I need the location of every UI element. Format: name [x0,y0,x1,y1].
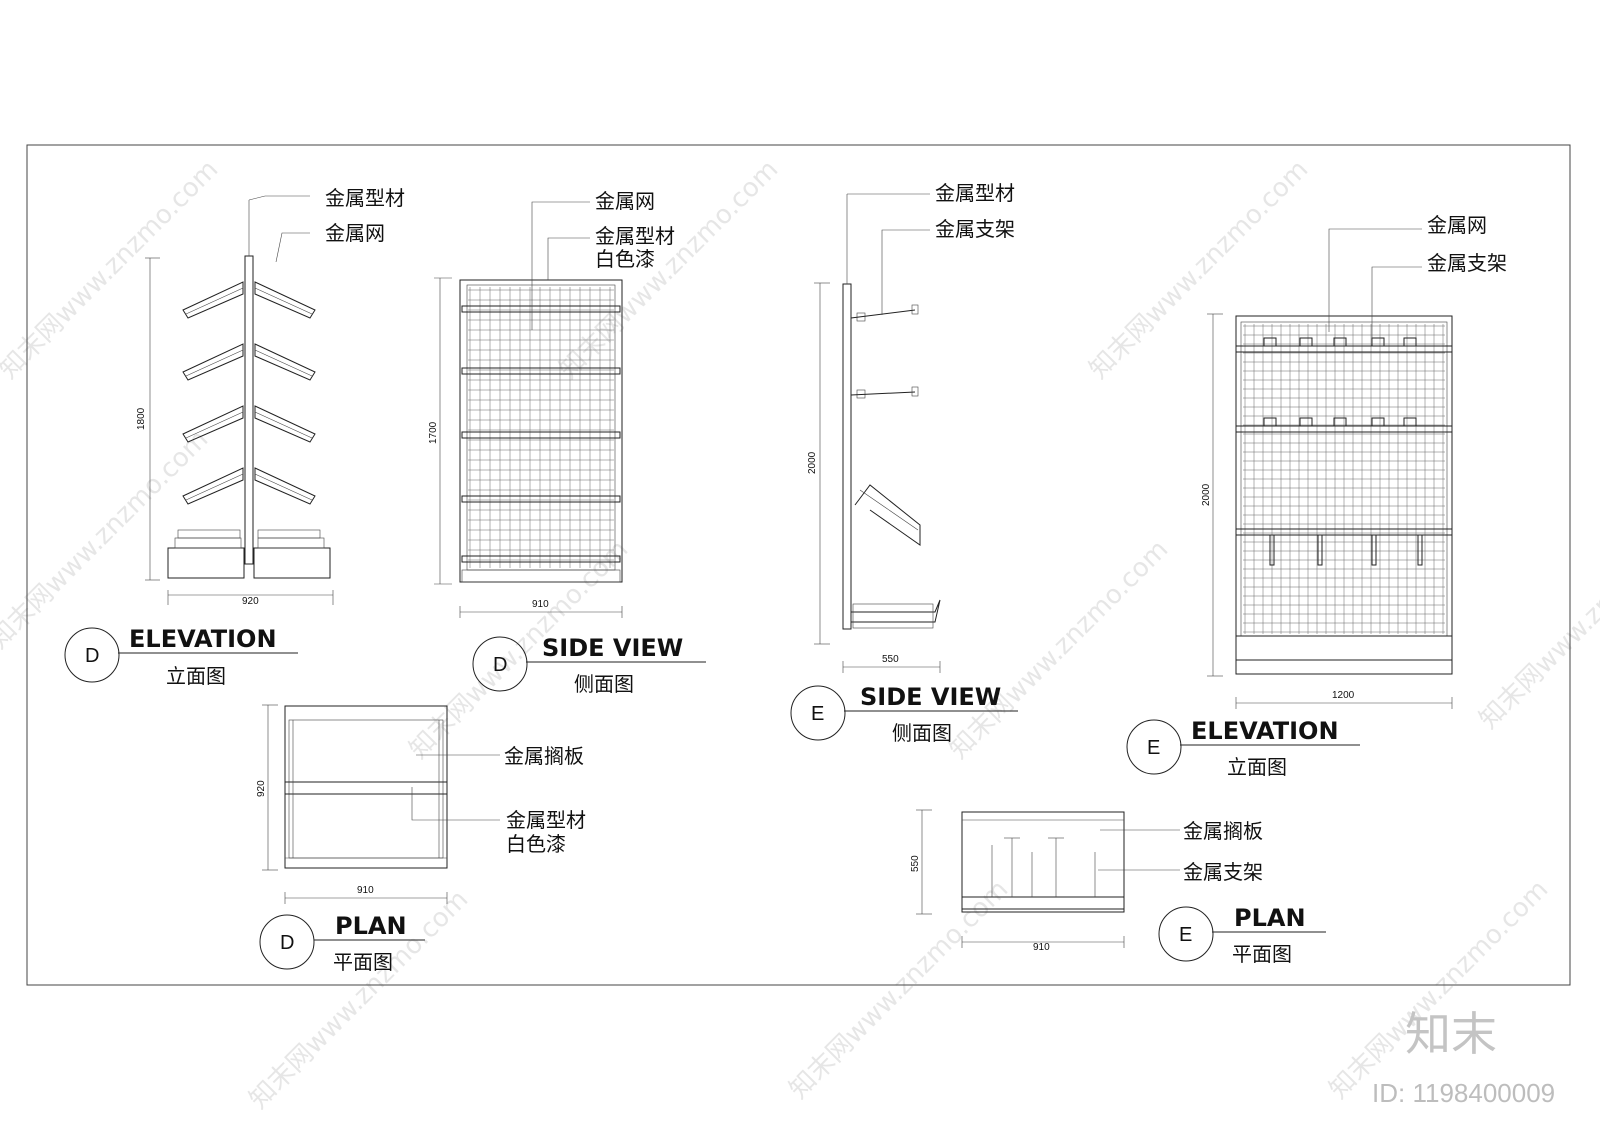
label-metal-shelf: 金属搁板 [504,744,584,768]
shelf-basket [182,405,244,443]
dim-width: 910 [357,885,374,896]
view-marker-circle [790,685,846,741]
view-marker-letter: E [1147,737,1160,759]
dim-width: 1200 [1332,690,1355,701]
e-side-view-drawing [814,193,941,673]
view-title: PLAN [335,912,407,940]
watermark-text: 知末网www.znzmo.com [0,154,224,385]
dim-width: 910 [1033,942,1050,953]
view-subtitle: 平面图 [333,950,393,974]
view-marker-circle [1126,719,1182,775]
view-marker-letter: D [85,645,99,667]
label-metal-mesh: 金属网 [1427,213,1487,237]
hook-bracket [1371,337,1385,347]
shelf-basket [182,343,244,381]
view-marker-letter: E [811,703,824,725]
shelf-rail [461,305,621,313]
label-metal-mesh: 金属网 [595,189,655,213]
label-metal-profile: 金属型材 [506,808,586,832]
d-plan-drawing [262,704,500,904]
shelf-basket [254,405,316,443]
view-marker-circle [472,636,528,692]
dim-height: 2000 [1201,483,1212,506]
dim-height: 2000 [807,451,818,474]
label-metal-bracket: 金属支架 [1183,860,1263,884]
dim-height: 1700 [428,421,439,444]
watermark-text: 知末网www.znzmo.com [1324,874,1555,1105]
view-marker-circle [259,914,315,970]
view-marker-circle [1158,906,1214,962]
dim-width: 550 [882,654,899,665]
hook-bracket [1403,337,1417,347]
view-subtitle: 侧面图 [892,721,952,745]
e-plan-drawing [916,809,1180,948]
view-title: ELEVATION [1191,717,1339,745]
hanging-bracket [1417,534,1423,566]
shelf-rail [461,431,621,439]
watermark-text: 知末网www.znzmo.com [0,424,214,655]
hook-bracket [1263,337,1277,347]
view-marker-letter: D [493,654,507,676]
dim-width: 920 [242,596,259,607]
dim-height: 550 [910,855,921,872]
view-title: SIDE VIEW [860,683,1001,711]
d-elevation-drawing [145,195,334,605]
shelf-basket [254,467,316,505]
label-metal-profile: 金属型材 [935,181,1015,205]
hanging-bracket [1317,534,1323,566]
shelf-rail [461,495,621,503]
view-marker-letter: D [280,932,294,954]
view-title: SIDE VIEW [542,634,683,662]
view-subtitle: 侧面图 [574,672,634,696]
label-metal-profile: 金属型材 [325,186,405,210]
watermark-text: 知末网www.znzmo.com [1084,154,1315,385]
hook-bracket [1299,337,1313,347]
label-metal-mesh: 金属网 [325,221,385,245]
e-elevation-drawing [1207,228,1453,709]
label-metal-bracket: 金属支架 [1427,251,1507,275]
shelf-basket [182,467,244,505]
shelf-rail [461,555,621,563]
shelf-basket [254,343,316,381]
watermark-text: 知末网www.znzmo.com [554,154,785,385]
d-side-view-drawing [434,201,623,618]
label-white-paint: 白色漆 [506,832,566,856]
shelf-rail [461,367,621,375]
view-subtitle: 平面图 [1232,942,1292,966]
dim-height: 1800 [136,407,147,430]
view-marker-letter: E [1179,924,1192,946]
label-metal-profile: 金属型材 [595,224,675,248]
label-metal-bracket: 金属支架 [935,217,1015,241]
dim-width: 910 [532,599,549,610]
dim-height: 920 [256,780,267,797]
view-subtitle: 立面图 [166,664,226,688]
brand-watermark: 知末 [1405,1007,1497,1061]
view-subtitle: 立面图 [1227,755,1287,779]
label-metal-shelf: 金属搁板 [1183,819,1263,843]
view-marker-circle [64,627,120,683]
shelf-basket [182,281,244,319]
watermark-text: 知末网www.znzmo.com [1474,504,1600,735]
view-title: PLAN [1234,904,1306,932]
hanging-bracket [1371,534,1377,566]
sheet-frame [26,144,1571,986]
view-title: ELEVATION [129,625,277,653]
image-id: ID: 1198400009 [1372,1078,1555,1108]
label-white-paint: 白色漆 [595,247,655,271]
watermark-text: 知末网www.znzmo.com [944,534,1175,765]
shelf-basket [254,281,316,319]
